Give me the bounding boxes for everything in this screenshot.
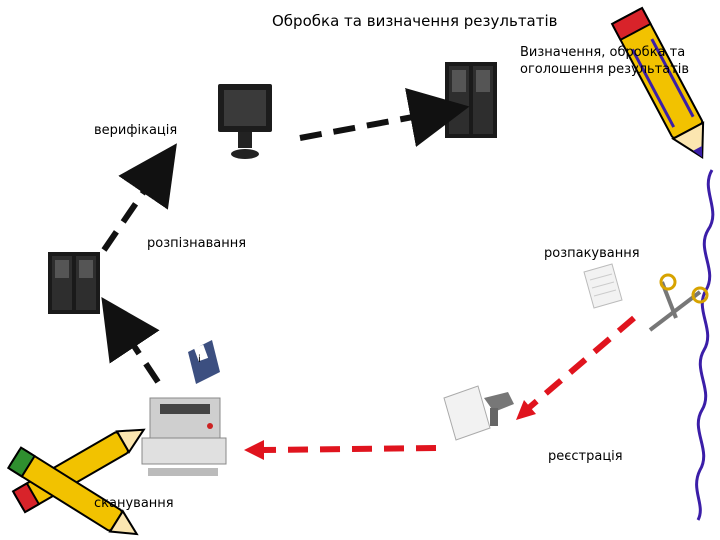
arrow-head-registration [516,400,536,420]
pencil-icon [610,6,705,160]
document-icon [583,263,623,309]
arrow-to-verification [101,143,177,252]
arrow-head-scanning [244,440,264,460]
server-icon-left [48,252,100,314]
folder-icon: i [188,340,220,384]
label-registration: реєстрація [548,449,623,464]
scanner-icon [141,397,227,476]
svg-text:i: i [198,354,201,365]
label-unpacking: розпакування [544,246,640,261]
label-scanning: сканування [94,496,174,511]
crossed-pencils-icon [6,428,146,536]
results-note-line-1: Визначення, обробка та [520,45,686,60]
decorative-wavy-line [695,169,715,521]
monitor-icon [218,84,272,159]
results-note: Визначення, обробка та оголошення резуль… [520,44,720,78]
arrow-to-registration [522,315,636,415]
scissors-icon [648,273,709,332]
arrow-to-scanning [261,445,437,453]
barcode-scanner-icon [443,385,514,441]
diagram-title: Обробка та визначення результатів [272,12,558,30]
label-recognition: розпізнавання [147,236,247,251]
arrow-to-server [299,87,470,147]
server-icon [445,62,497,138]
results-note-line-2: оголошення результатів [520,62,690,77]
arrow-to-recognition [101,297,161,384]
label-verification: верифікація [94,123,178,138]
